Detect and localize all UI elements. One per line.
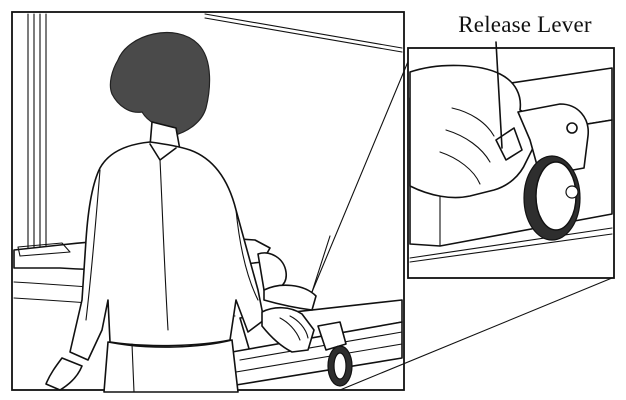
main-scene: [12, 12, 404, 392]
release-lever-label: Release Lever: [430, 12, 620, 38]
caster-wheel-large: [524, 156, 580, 240]
inset-panel: [408, 42, 614, 278]
